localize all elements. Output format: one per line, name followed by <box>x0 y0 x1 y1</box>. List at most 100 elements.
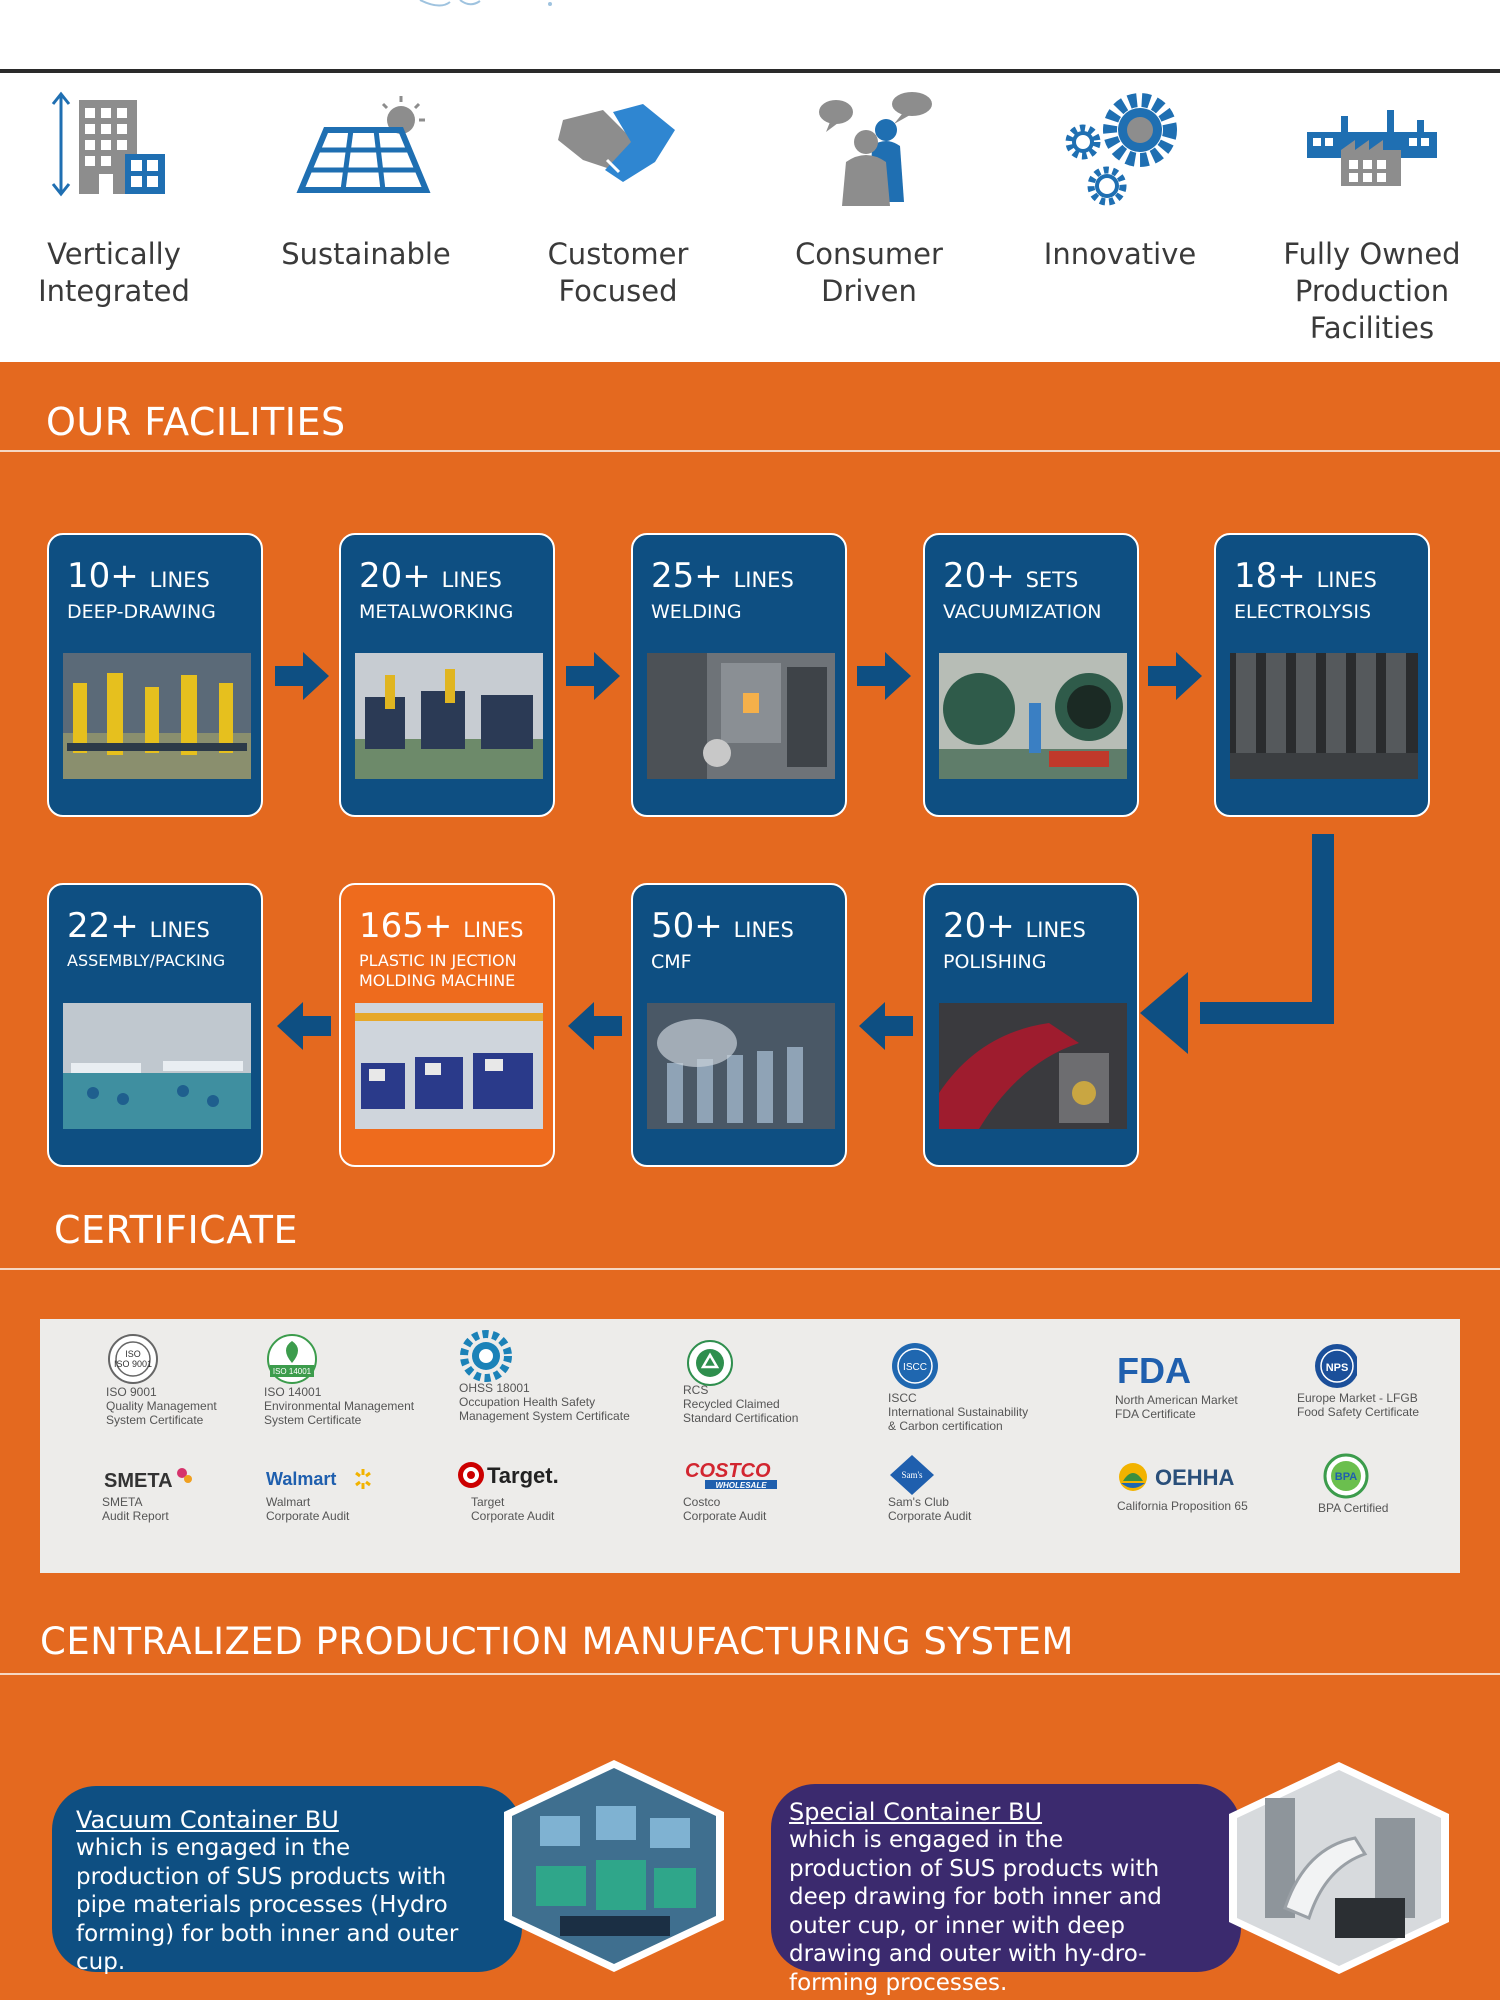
facility-card-assembly-packing: 22+ LINES ASSEMBLY/PACKING <box>47 883 263 1167</box>
fda-logo-icon: FDA <box>1117 1350 1191 1391</box>
value-label: Consumer Driven <box>795 237 943 308</box>
cert-text: ISO 9001 Quality Management System Certi… <box>106 1385 217 1427</box>
facility-count: 50+ <box>651 906 723 946</box>
value-sustainable: Sustainable <box>241 90 491 273</box>
svg-text:WHOLESALE: WHOLESALE <box>715 1481 767 1490</box>
svg-text:OEHHA: OEHHA <box>1155 1465 1235 1490</box>
decorative-splash <box>419 0 552 7</box>
special-facility-photo <box>1229 1762 1449 1974</box>
cert-text: Walmart Corporate Audit <box>266 1495 350 1523</box>
cert-text: North American Market FDA Certificate <box>1115 1393 1238 1421</box>
facility-unit: LINES <box>463 918 524 942</box>
top-divider <box>0 69 1500 73</box>
bu-description: which is engaged in the production of SU… <box>789 1827 1162 1996</box>
cert-text: Costco Corporate Audit <box>683 1495 767 1523</box>
value-label: Vertically Integrated <box>38 237 190 308</box>
target-logo-icon: Target. <box>458 1462 559 1488</box>
facility-process: PLASTIC IN JECTION MOLDING MACHINE <box>359 951 517 990</box>
flow-arrow-right-icon <box>857 652 911 700</box>
facility-photo <box>63 653 251 779</box>
facility-process: DEEP-DRAWING <box>67 601 216 623</box>
facility-photo <box>355 1003 543 1129</box>
vacuum-facility-photo <box>504 1760 724 1972</box>
special-container-bu: Special Container BU which is engaged in… <box>771 1784 1241 1996</box>
facility-unit: LINES <box>733 918 794 942</box>
people-chat-icon <box>819 92 932 206</box>
facility-process: VACUUMIZATION <box>943 601 1102 623</box>
oehha-logo-icon: OEHHA <box>1119 1463 1235 1491</box>
facility-process: WELDING <box>651 601 742 623</box>
facility-card-polishing: 20+ LINES POLISHING <box>923 883 1139 1167</box>
bu-title: Special Container BU <box>789 1798 1043 1826</box>
value-label: Customer Focused <box>547 237 689 308</box>
flow-arrow-right-icon <box>275 652 329 700</box>
system-divider <box>0 1673 1500 1675</box>
cert-fda: FDA North American Market FDA Certificat… <box>1115 1349 1315 1421</box>
facility-unit: LINES <box>1316 568 1377 592</box>
cert-text: SMETA Audit Report <box>102 1495 169 1523</box>
facilities-divider <box>0 450 1500 452</box>
building-icon <box>51 91 165 197</box>
facility-process: CMF <box>651 951 692 973</box>
facility-card-vacuumization: 20+ SETS VACUUMIZATION <box>923 533 1139 817</box>
values-band: Vertically Integrated Sustainable Custom… <box>0 0 1500 362</box>
facility-count: 165+ <box>359 906 453 946</box>
iscc-logo-icon: ISCC <box>892 1343 938 1389</box>
facility-card-cmf: 50+ LINES CMF <box>631 883 847 1167</box>
cert-oehha: OEHHA California Proposition 65 <box>1117 1459 1317 1513</box>
value-label: Fully Owned Production Facilities <box>1283 237 1461 345</box>
value-vertically-integrated: Vertically Integrated <box>0 90 239 310</box>
cert-iso-14001: ISO 14001 ISO 14001 Environmental Manage… <box>264 1333 464 1427</box>
facility-card-metalworking: 20+ LINES METALWORKING <box>339 533 555 817</box>
cert-text: Europe Market - LFGB Food Safety Certifi… <box>1297 1391 1420 1419</box>
cert-ohss-18001: OHSS 18001 Occupation Health Safety Mana… <box>459 1329 659 1423</box>
svg-text:FDA: FDA <box>1117 1350 1191 1389</box>
facility-unit: LINES <box>441 568 502 592</box>
svg-text:ISO 9001: ISO 9001 <box>114 1359 152 1369</box>
flow-arrow-right-icon <box>1148 652 1202 700</box>
facility-photo <box>355 653 543 779</box>
facility-card-deep-drawing: 10+ LINES DEEP-DRAWING <box>47 533 263 817</box>
flow-arrow-right-icon <box>566 652 620 700</box>
facility-count: 18+ <box>1234 556 1306 596</box>
cert-walmart: Walmart Walmart Corporate Audit <box>266 1461 466 1523</box>
value-innovative: Innovative <box>995 90 1245 273</box>
facility-photo <box>939 1003 1127 1129</box>
certificate-divider <box>0 1268 1500 1270</box>
bpa-free-logo-icon: BPA <box>1323 1453 1369 1499</box>
facility-unit: LINES <box>1025 918 1086 942</box>
cert-smeta: SMETA SMETA Audit Report <box>102 1461 302 1523</box>
cert-sams-club: Sam's Sam's Club Corporate Audit <box>888 1453 1088 1523</box>
cert-text: RCS Recycled Claimed Standard Certificat… <box>683 1383 799 1425</box>
iso-14001-logo-icon: ISO 14001 <box>267 1334 317 1384</box>
facility-card-welding: 25+ LINES WELDING <box>631 533 847 817</box>
smeta-logo-icon: SMETA <box>104 1468 192 1492</box>
bu-description: which is engaged in the production of SU… <box>76 1835 459 1975</box>
svg-text:NPS: NPS <box>1326 1362 1349 1374</box>
cert-text: Target Corporate Audit <box>471 1495 555 1523</box>
cert-bpa: BPA BPA Certified <box>1318 1453 1500 1515</box>
cert-text: BPA Certified <box>1318 1501 1389 1515</box>
facility-process: ELECTROLYSIS <box>1234 601 1372 623</box>
facility-card-electrolysis: 18+ LINES ELECTROLYSIS <box>1214 533 1430 817</box>
factory-icon <box>1307 110 1437 186</box>
flow-connector-icon <box>1140 834 1334 1054</box>
facility-photo <box>1230 653 1418 779</box>
svg-text:ISCC: ISCC <box>903 1362 927 1373</box>
facility-unit: LINES <box>149 918 210 942</box>
cert-iscc: ISCC ISCC International Sustainability &… <box>888 1341 1088 1433</box>
facility-unit: SETS <box>1025 568 1079 592</box>
facility-photo <box>939 653 1127 779</box>
facility-count: 22+ <box>67 906 139 946</box>
cert-text: Sam's Club Corporate Audit <box>888 1495 972 1523</box>
cert-rcs: RCS Recycled Claimed Standard Certificat… <box>683 1339 883 1425</box>
facility-photo <box>647 1003 835 1129</box>
value-label: Innovative <box>1043 237 1197 271</box>
solar-panel-icon <box>296 96 431 193</box>
svg-text:Target.: Target. <box>487 1463 559 1488</box>
svg-text:ISO 14001: ISO 14001 <box>273 1367 312 1376</box>
